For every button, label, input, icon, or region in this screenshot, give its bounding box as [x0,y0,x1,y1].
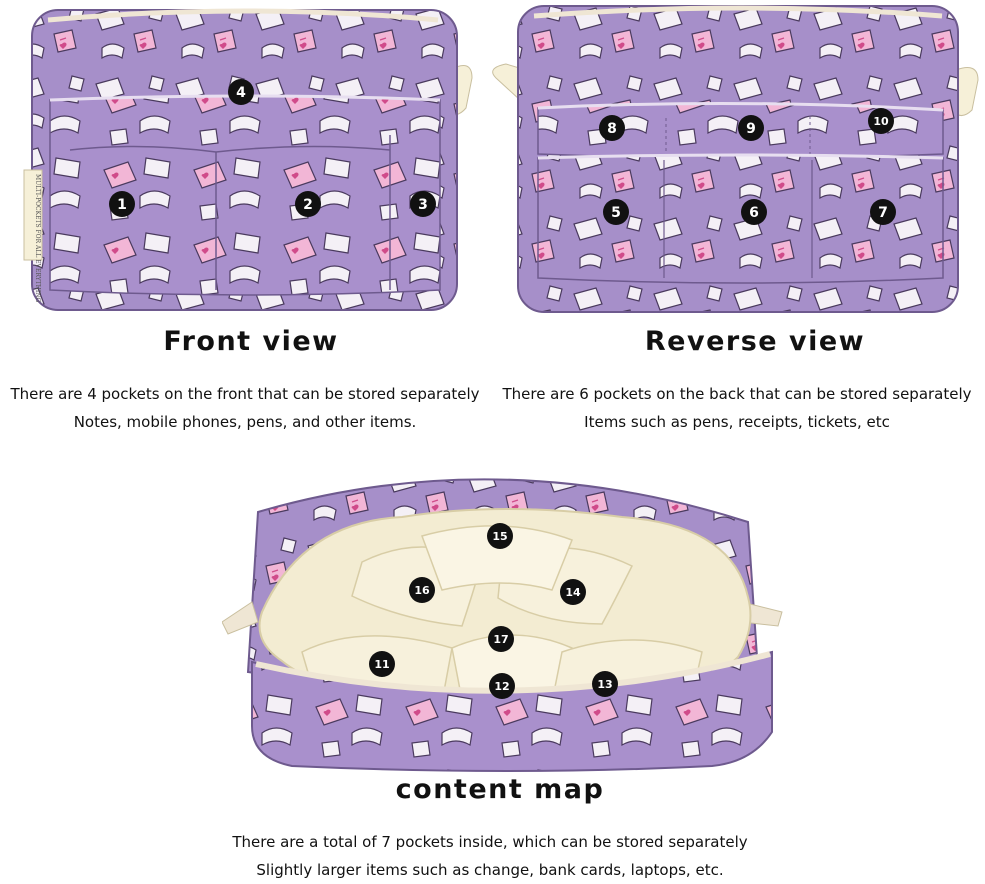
svg-text:8: 8 [607,121,617,137]
reverse-pocket-marker-6: 6 [741,199,767,225]
front-description-line-2: Notes, mobile phones, pens, and other it… [73,413,417,431]
reverse-pocket-marker-5: 5 [603,199,629,225]
interior-pocket-marker-15: 15 [487,523,513,549]
svg-text:5: 5 [611,205,621,221]
svg-text:12: 12 [494,680,509,693]
front-description-line-1: There are 4 pockets on the front that ca… [10,385,480,403]
interior-pocket-marker-12: 12 [489,673,515,699]
front-pocket-marker-1: 1 [109,191,135,217]
interior-pocket-marker-14: 14 [560,579,586,605]
interior-bag-photo: 11 12 13 14 15 16 17 [222,478,783,772]
content-map-title: content map [395,774,605,805]
interior-pocket-marker-11: 11 [369,651,395,677]
reverse-bag-photo: 5 6 7 8 9 10 [492,5,979,313]
interior-pocket-marker-16: 16 [409,577,435,603]
front-tag-text: MULTI-POCKETS FOR ALL EVERYTHING [34,174,41,302]
front-view-title: Front view [163,326,339,357]
svg-text:3: 3 [418,197,428,213]
front-pocket-marker-3: 3 [410,191,436,217]
front-pocket-marker-4: 4 [228,79,254,105]
front-pocket-marker-2: 2 [295,191,321,217]
reverse-pocket-marker-10: 10 [868,108,894,134]
front-view-description: There are 4 pockets on the front that ca… [10,380,480,436]
svg-text:2: 2 [303,197,313,213]
svg-text:16: 16 [414,584,430,597]
content-map-description: There are a total of 7 pockets inside, w… [180,828,800,884]
reverse-description-line-1: There are 6 pockets on the back that can… [502,385,972,403]
svg-text:17: 17 [493,633,508,646]
reverse-view-description: There are 6 pockets on the back that can… [490,380,984,436]
content-description-line-1: There are a total of 7 pockets inside, w… [232,833,748,851]
reverse-view-title: Reverse view [644,326,866,357]
svg-text:10: 10 [873,115,889,128]
front-bag-photo: MULTI-POCKETS FOR ALL EVERYTHING 1 2 3 4 [23,8,473,311]
svg-text:14: 14 [565,586,581,599]
svg-text:11: 11 [374,658,389,671]
svg-text:1: 1 [117,197,127,213]
interior-pocket-marker-17: 17 [488,626,514,652]
reverse-pocket-marker-9: 9 [738,115,764,141]
reverse-description-line-2: Items such as pens, receipts, tickets, e… [584,413,890,431]
reverse-pocket-marker-8: 8 [599,115,625,141]
svg-text:15: 15 [492,530,507,543]
svg-text:6: 6 [749,205,759,221]
svg-text:7: 7 [878,205,888,221]
interior-pocket-marker-13: 13 [592,671,618,697]
svg-text:9: 9 [746,121,756,137]
svg-text:13: 13 [597,678,612,691]
reverse-pocket-marker-7: 7 [870,199,896,225]
svg-text:4: 4 [236,85,246,101]
content-description-line-2: Slightly larger items such as change, ba… [256,861,724,879]
